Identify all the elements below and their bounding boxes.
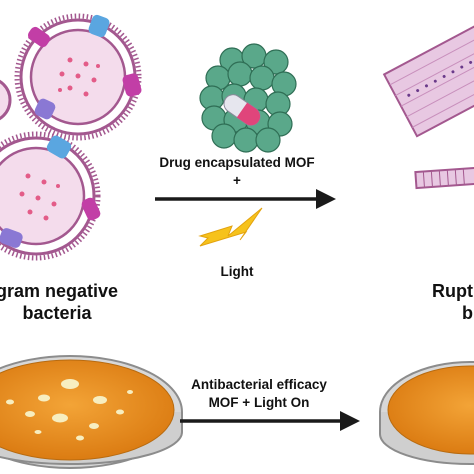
gram-negative-label-line2: bacteria xyxy=(22,303,92,323)
bacterium-bottom-icon xyxy=(0,131,101,261)
mof-cube-icon xyxy=(199,43,297,153)
membrane-fragment-large-icon xyxy=(382,21,474,138)
bacterium-bottom-inner-membrane xyxy=(0,146,86,246)
porin-blue-icon xyxy=(88,14,110,38)
lightning-bolt-icon xyxy=(198,207,263,247)
porin-blue-icon xyxy=(46,135,72,159)
efficacy-label-line2: MOF + Light On xyxy=(209,395,310,410)
light-label: Light xyxy=(221,264,254,279)
petri-dish-with-colonies-icon xyxy=(0,355,183,469)
bacteria-cluster xyxy=(0,13,142,261)
bacterium-bottom-fringe xyxy=(0,131,101,261)
ruptured-label-line1: Rupt xyxy=(432,281,473,301)
efficacy-label-line1: Antibacterial efficacy xyxy=(191,377,327,392)
porin-magenta-icon xyxy=(81,197,101,221)
arrow-right-icon xyxy=(155,189,336,209)
porin-magenta-icon xyxy=(27,26,51,48)
bacterium-top-icon xyxy=(14,13,142,141)
arrow-right-icon xyxy=(180,411,360,431)
bacterium-top-fringe xyxy=(14,13,142,141)
drug-label: Drug encapsulated MOF xyxy=(159,155,314,170)
porin-magenta-icon xyxy=(122,73,142,97)
porin-violet-icon xyxy=(34,98,56,120)
petri-dish-clear-icon xyxy=(379,361,474,465)
bacterial-colonies xyxy=(6,379,133,441)
membrane-fragment-small-icon xyxy=(414,166,474,190)
bacterium-bottom-dots xyxy=(19,173,60,221)
porin-violet-icon xyxy=(0,228,23,248)
bacterium-edge-icon xyxy=(0,79,12,121)
gram-negative-label-line1: gram negative xyxy=(0,281,118,301)
ruptured-label-line2: b xyxy=(462,303,473,323)
plus-label: + xyxy=(233,173,241,188)
bacterium-top-dots xyxy=(58,57,100,97)
drug-capsule-icon xyxy=(223,94,261,126)
